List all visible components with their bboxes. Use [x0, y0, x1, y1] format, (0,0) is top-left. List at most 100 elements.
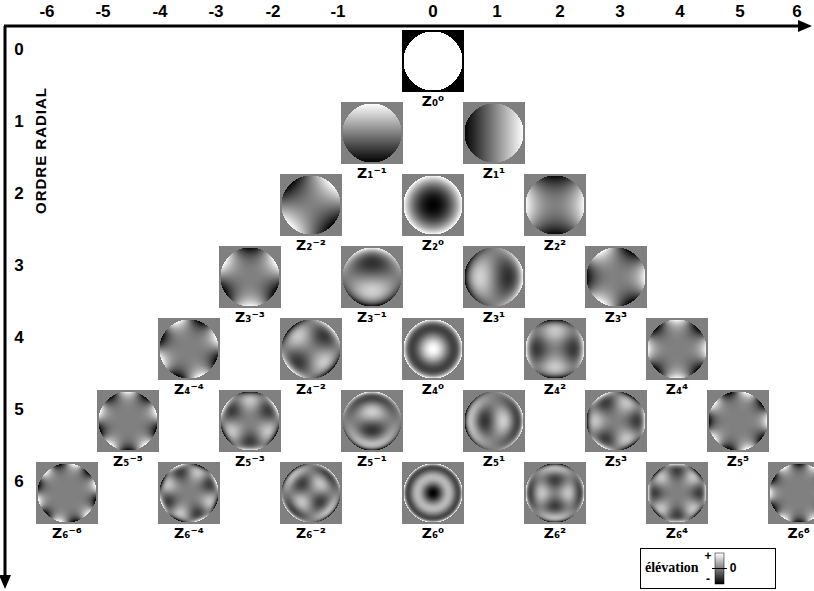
zernike-tile — [402, 174, 464, 236]
zernike-tile — [585, 246, 647, 308]
azimuth-number: 2 — [555, 2, 564, 22]
zernike-tile — [768, 462, 814, 524]
zernike-tile — [402, 318, 464, 380]
zernike-label: Z₆² — [544, 525, 566, 541]
zernike-label-holder: Z₄⁰ — [422, 381, 444, 397]
radial-number-holder: 0 — [14, 40, 23, 60]
zernike-label-holder: Z₄² — [544, 381, 566, 397]
zernike-tiles — [36, 30, 814, 524]
zernike-label: Z₁¹ — [483, 165, 505, 181]
azimuth-number-holder: 1 — [492, 2, 501, 22]
radial-number-holder: 5 — [14, 400, 23, 420]
axis-arrowhead — [798, 20, 812, 32]
zernike-label-holder: Z₅³ — [605, 453, 627, 469]
azimuth-number: -1 — [330, 2, 345, 22]
zernike-tile — [463, 246, 525, 308]
zernike-label: Z₃⁻¹ — [357, 309, 387, 325]
zernike-tile — [97, 390, 159, 452]
azimuth-number-holder: 6 — [792, 2, 801, 22]
azimuth-number-holder: 4 — [675, 2, 684, 22]
zernike-label: Z₄⁻⁴ — [174, 381, 204, 397]
zernike-label: Z₅⁵ — [727, 453, 749, 469]
zernike-label-holder: Z₆⁴ — [666, 525, 688, 541]
zernike-label-holder: Z₆⁶ — [788, 525, 810, 541]
azimuth-number-holder: 0 — [428, 2, 437, 22]
radial-number-holder: 4 — [14, 328, 23, 348]
zernike-label-holder: Z₃⁻¹ — [357, 309, 387, 325]
zernike-label-holder: Z₂⁰ — [422, 237, 444, 253]
zernike-label: Z₅³ — [605, 453, 627, 469]
zernike-label-holder: Z₃³ — [605, 309, 627, 325]
zernike-label: Z₄⁻² — [296, 381, 326, 397]
scale-mark: - — [706, 572, 710, 586]
zernike-label-holder: Z₅⁻⁵ — [113, 453, 143, 469]
radial-number: 6 — [14, 472, 23, 492]
zernike-label: Z₆⁻⁶ — [52, 525, 82, 541]
zernike-label: Z₃¹ — [483, 309, 505, 325]
zernike-label: Z₆⁻⁴ — [174, 525, 204, 541]
radial-number: 2 — [14, 184, 23, 204]
axis-title-holder: ORDRE RADIAL — [32, 87, 49, 214]
zernike-label-holder: Z₄⁻⁴ — [174, 381, 204, 397]
azimuth-number: 4 — [675, 2, 684, 22]
zernike-label-holder: Z₃¹ — [483, 309, 505, 325]
zernike-tile — [524, 174, 586, 236]
zernike-label: Z₆⁰ — [422, 525, 444, 541]
azimuth-number-holder: -2 — [265, 2, 280, 22]
zernike-tile — [158, 318, 220, 380]
scale-mark-holder: + — [704, 549, 711, 563]
radial-number-holder: 2 — [14, 184, 23, 204]
zernike-tile — [463, 102, 525, 164]
zernike-tile — [524, 462, 586, 524]
scale-mark: + — [704, 549, 711, 563]
radial-number: 0 — [14, 40, 23, 60]
azimuth-number-holder: 5 — [735, 2, 744, 22]
zernike-tile — [36, 462, 98, 524]
azimuth-number: -4 — [152, 2, 167, 22]
zernike-tile — [280, 318, 342, 380]
axis-arrowhead — [0, 575, 11, 589]
azimuth-number: 0 — [428, 2, 437, 22]
zernike-label-holder: Z₄⁻² — [296, 381, 326, 397]
azimuth-number-holder: -1 — [330, 2, 345, 22]
zernike-label: Z₆⁻² — [296, 525, 326, 541]
zernike-label-holder: Z₅⁻¹ — [357, 453, 387, 469]
azimuth-number: -2 — [265, 2, 280, 22]
zernike-label-holder: Z₆⁰ — [422, 525, 444, 541]
scale-mark-holder: 0 — [730, 561, 737, 575]
zernike-label: Z₆⁴ — [666, 525, 688, 541]
zernike-tile — [341, 102, 403, 164]
zernike-label-holder: Z₆⁻² — [296, 525, 326, 541]
zernike-tile — [707, 390, 769, 452]
azimuth-number-holder: -4 — [152, 2, 167, 22]
azimuth-number: 1 — [492, 2, 501, 22]
zernike-tile — [646, 462, 708, 524]
zernike-label-holder: Z₆⁻⁴ — [174, 525, 204, 541]
azimuth-number: -5 — [95, 2, 110, 22]
zero-tick — [712, 568, 727, 569]
zernike-tile — [585, 390, 647, 452]
zernike-label-holder: Z₁⁻¹ — [357, 165, 387, 181]
zernike-label: Z₁⁻¹ — [357, 165, 387, 181]
azimuth-number-holder: -3 — [208, 2, 223, 22]
azimuth-number: 6 — [792, 2, 801, 22]
zernike-tile — [280, 174, 342, 236]
radial-axis — [4, 26, 7, 576]
zernike-label-holder: Z₁¹ — [483, 165, 505, 181]
legend-box — [641, 549, 776, 589]
zernike-tile — [341, 390, 403, 452]
azimuth-number-holder: 2 — [555, 2, 564, 22]
zernike-label: Z₀⁰ — [422, 93, 444, 109]
azimuth-axis — [4, 25, 800, 28]
radial-number: 5 — [14, 400, 23, 420]
zernike-tile — [219, 390, 281, 452]
azimuth-number: -3 — [208, 2, 223, 22]
azimuth-number: 3 — [615, 2, 624, 22]
zernike-label-holder: Z₅⁵ — [727, 453, 749, 469]
zernike-label-holder: Z₃⁻³ — [235, 309, 265, 325]
azimuth-number-holder: 3 — [615, 2, 624, 22]
zernike-label: Z₅⁻⁵ — [113, 453, 143, 469]
radial-number: 3 — [14, 256, 23, 276]
radial-number-holder: 3 — [14, 256, 23, 276]
